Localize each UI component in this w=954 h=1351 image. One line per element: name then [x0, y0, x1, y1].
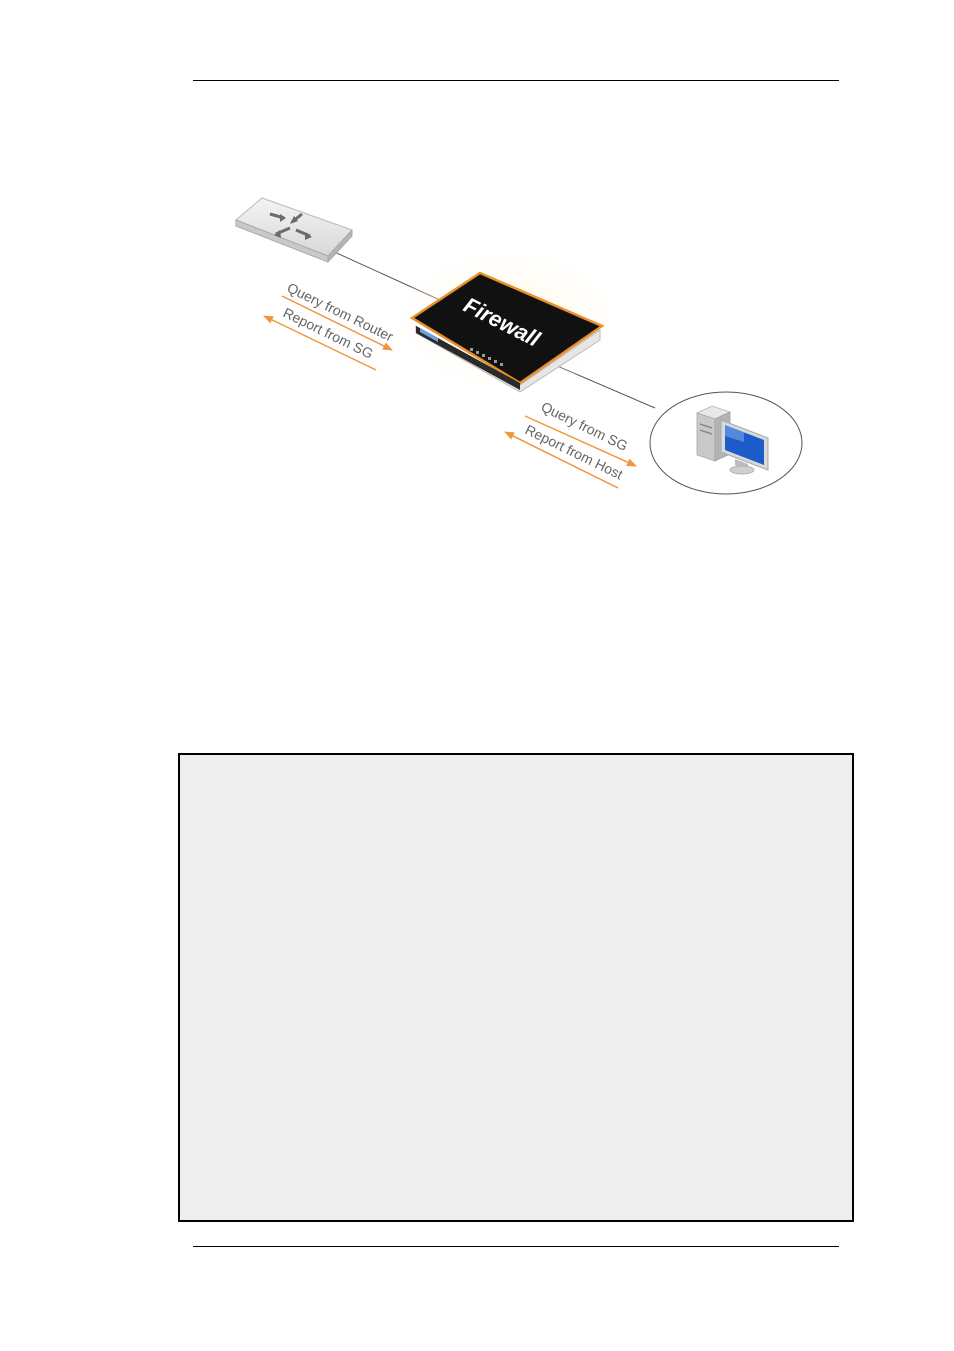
header-rule [193, 80, 839, 81]
upstream-messages: Query from Router Report from SG [263, 279, 396, 371]
query-arrow-upstream [281, 295, 393, 351]
router-icon [235, 197, 353, 264]
report-arrow-upstream [263, 315, 377, 371]
network-diagram: Firewall Query from Router Report from S… [235, 197, 803, 495]
example-box [178, 753, 854, 1222]
firewall-device: Firewall [409, 271, 605, 393]
host-computer-icon [649, 391, 803, 495]
report-arrow-downstream [504, 431, 619, 489]
footer-rule [193, 1246, 839, 1247]
query-arrow-downstream [524, 415, 637, 467]
downstream-messages: Query from SG Report from Host [504, 398, 637, 489]
